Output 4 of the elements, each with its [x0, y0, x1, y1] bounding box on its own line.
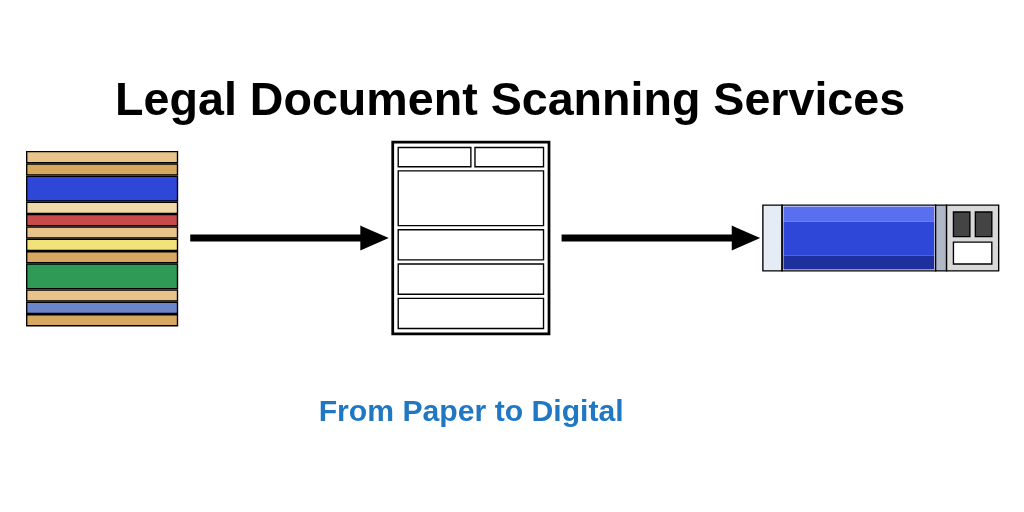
- node-picture: [391, 140, 551, 335]
- arrow: [561, 225, 761, 250]
- label: From Paper to Digital: [318, 393, 624, 427]
- diagram-title: Legal Document Scanning Services: [115, 72, 906, 125]
